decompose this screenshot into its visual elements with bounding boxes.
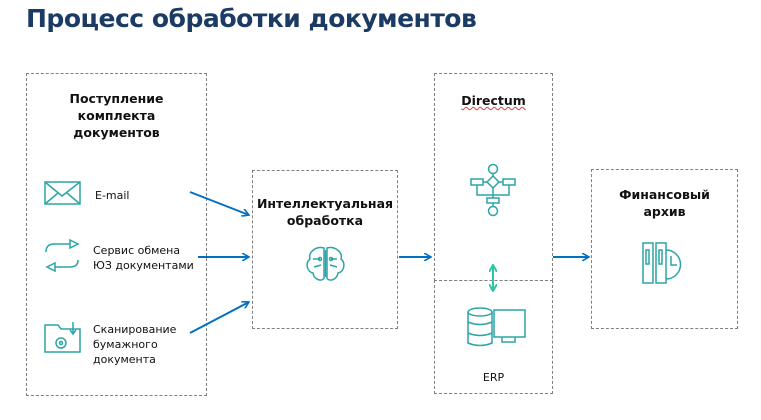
directum-text: Directum <box>461 93 526 108</box>
intake-heading: Поступление комплекта документов <box>26 90 207 141</box>
label-line: ЮЗ документами <box>93 259 194 272</box>
database-monitor-icon <box>467 307 526 347</box>
heading-line: документов <box>73 125 160 140</box>
arrow-scan-to-processing <box>189 302 249 334</box>
exchange-arrows-icon <box>45 238 80 273</box>
scan-label: Сканирование бумажного документа <box>93 322 176 367</box>
processing-box <box>252 170 398 329</box>
brain-icon <box>306 246 345 281</box>
scan-folder-icon <box>44 322 81 353</box>
archive-binders-icon <box>642 242 682 284</box>
archive-heading: Финансовый архив <box>591 186 738 220</box>
heading-line: комплекта <box>77 108 156 123</box>
label-line: Сервис обмена <box>93 244 181 257</box>
edo-label: Сервис обмена ЮЗ документами <box>93 243 194 273</box>
heading-line: обработка <box>286 213 364 228</box>
email-label: E-mail <box>95 189 130 202</box>
page-title: Процесс обработки документов <box>26 4 477 33</box>
heading-line: Финансовый <box>619 187 710 202</box>
directum-heading: Directum <box>434 92 553 109</box>
heading-line: архив <box>643 204 686 219</box>
intake-box <box>26 73 207 396</box>
erp-label: ERP <box>482 371 505 384</box>
envelope-icon <box>44 181 81 205</box>
label-line: Сканирование <box>93 323 177 336</box>
heading-line: Интеллектуальная <box>256 196 394 211</box>
processing-heading: Интеллектуальная обработка <box>252 195 398 229</box>
heading-line: Поступление <box>69 91 164 106</box>
flowchart-icon <box>470 163 516 217</box>
label-line: бумажного <box>93 338 158 351</box>
arrow-email-to-processing <box>189 191 249 215</box>
label-line: документа <box>93 353 156 366</box>
archive-box <box>591 169 738 329</box>
